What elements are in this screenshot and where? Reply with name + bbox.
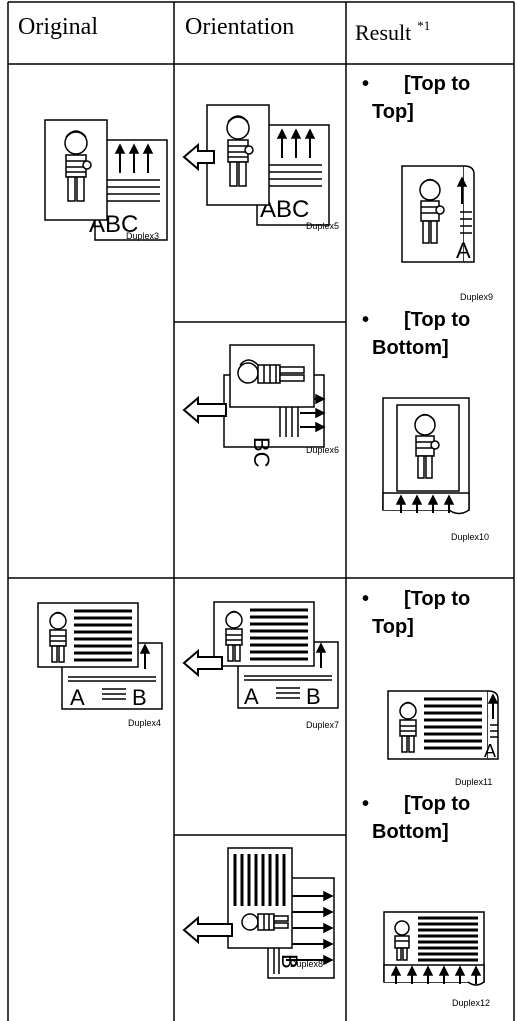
figure-duplex3: ABC — [44, 119, 168, 241]
figure-duplex6: BC — [182, 344, 326, 468]
caption-duplex10: Duplex10 — [451, 532, 490, 542]
page-letter-b-rotated: B — [277, 954, 302, 969]
figure-duplex12 — [383, 911, 485, 986]
header-result: Result *1 — [355, 18, 430, 46]
result-label-line1: [Top to — [404, 309, 471, 331]
header-result-label: Result — [355, 20, 412, 45]
figure-duplex8: B — [182, 847, 335, 979]
page-letter-a-2: A — [70, 685, 85, 710]
bullet-dot: • — [362, 309, 370, 331]
result-label-line1: [Top to — [404, 588, 471, 610]
page-letter-b-1: B — [132, 685, 147, 710]
caption-duplex3: Duplex3 — [126, 231, 160, 241]
page-letters-bc: BC — [249, 437, 274, 468]
figure-duplex11: A — [387, 690, 499, 761]
figure-duplex4: A B — [37, 602, 163, 710]
figure-duplex9: A — [401, 165, 475, 263]
figure-duplex5: ABC — [182, 104, 330, 226]
result-label-line2: Bottom] — [372, 337, 449, 359]
result-label-line1: [Top to — [404, 73, 471, 95]
figure-duplex10 — [382, 397, 470, 515]
result-label-line2: Top] — [372, 616, 414, 638]
result-label-line2: Top] — [372, 101, 414, 123]
caption-duplex12: Duplex12 — [452, 998, 491, 1008]
page-letter-b-2: B — [306, 684, 321, 709]
caption-duplex8: Duplex8 — [290, 959, 324, 969]
header-orientation: Orientation — [185, 14, 295, 40]
footnote-marker: *1 — [417, 18, 431, 33]
caption-duplex9: Duplex9 — [460, 292, 494, 302]
caption-duplex11: Duplex11 — [455, 777, 493, 787]
page-letter-a-1: A — [456, 238, 471, 263]
result-label-line1: [Top to — [404, 793, 471, 815]
result-label-line2: Bottom] — [372, 821, 449, 843]
caption-duplex4: Duplex4 — [128, 718, 162, 728]
bullet-dot: • — [362, 793, 370, 815]
header-original: Original — [18, 14, 98, 40]
page-letter-a-3: A — [244, 684, 259, 709]
page-letter-a-4: A — [484, 741, 496, 761]
bullet-dot: • — [362, 73, 370, 95]
caption-duplex6: Duplex6 — [306, 445, 340, 455]
figure-duplex7: A B — [182, 601, 339, 709]
caption-duplex7: Duplex7 — [306, 720, 340, 730]
caption-duplex5: Duplex5 — [306, 221, 340, 231]
bullet-dot: • — [362, 588, 370, 610]
